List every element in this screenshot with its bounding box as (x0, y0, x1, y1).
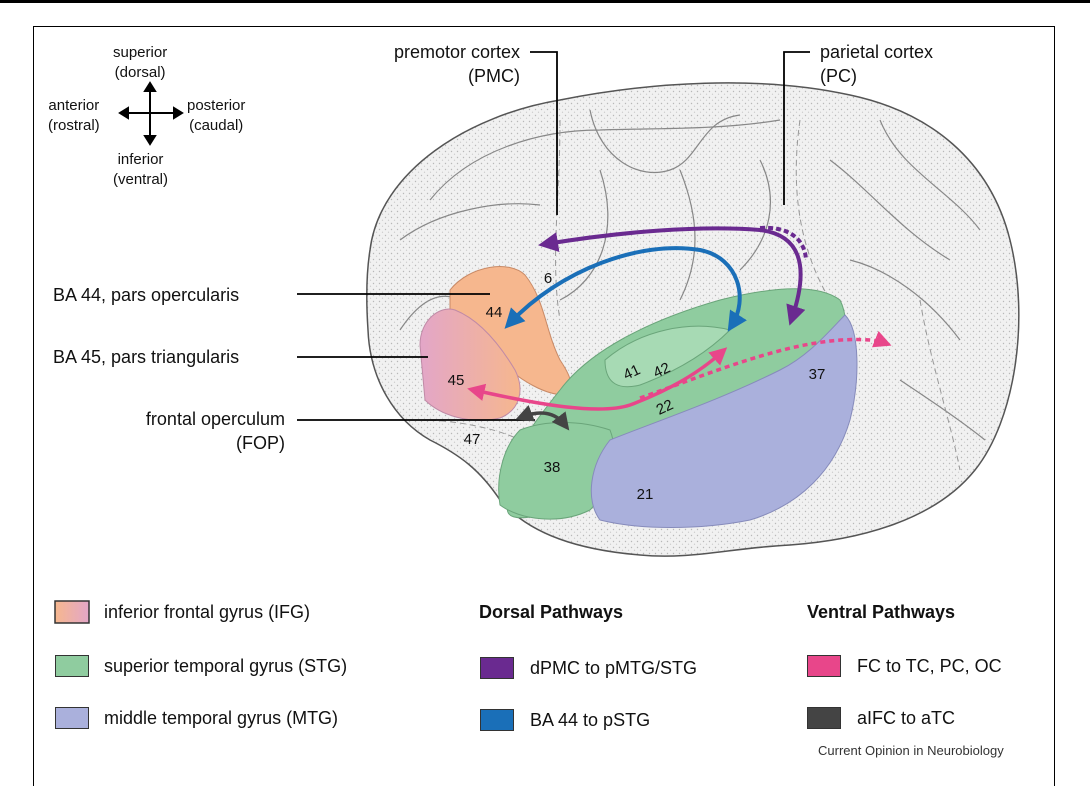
orientation-anterior: anterior(rostral) (48, 97, 100, 134)
legend-dorsal-heading: Dorsal Pathways (479, 602, 624, 622)
figure-frame (33, 26, 1055, 786)
pathway-ba44-pstg (504, 246, 747, 332)
label-frontal-operculum: frontal operculum(FOP) (145, 409, 285, 453)
pathway-fc-tc (467, 347, 728, 411)
area-21: 21 (636, 486, 654, 503)
legend-mtg-label: middle temporal gyrus (MTG) (104, 708, 339, 728)
leader-lines (297, 51, 810, 421)
legend-swatch-ifg (54, 600, 90, 624)
legend-swatch-stg (55, 655, 89, 677)
legend-swatch-dorsal-blue (480, 709, 514, 731)
orientation-inferior: inferior(ventral) (113, 151, 169, 188)
region-stg-38 (498, 422, 615, 520)
pathway-dpmc-dashed (759, 225, 808, 261)
orientation-posterior: posterior(caudal) (187, 97, 246, 134)
pathway-dpmc-pmtg (538, 226, 806, 326)
legend-swatch-dorsal-purple (480, 657, 514, 679)
orientation-superior: superior(dorsal) (113, 44, 168, 81)
area-47: 47 (463, 431, 481, 448)
pathway-fc-tc-dashed (639, 330, 892, 400)
area-37: 37 (808, 366, 826, 383)
orientation-cross (118, 81, 184, 146)
label-ba44: BA 44, pars opercularis (53, 285, 240, 305)
legend-dorsal-1-label: dPMC to pMTG/STG (530, 658, 698, 678)
legend-ifg-label: inferior frontal gyrus (IFG) (104, 602, 311, 622)
label-ba45: BA 45, pars triangularis (53, 347, 240, 367)
region-mtg (590, 314, 858, 528)
legend-dorsal-2-label: BA 44 to pSTG (530, 710, 651, 730)
legend-stg-label: superior temporal gyrus (STG) (104, 656, 348, 676)
label-parietal-cortex: parietal cortex(PC) (820, 42, 934, 86)
area-45: 45 (447, 372, 465, 389)
legend-swatch-ventral-pink (807, 655, 841, 677)
legend-ventral-heading: Ventral Pathways (807, 602, 956, 622)
credit-line: Current Opinion in Neurobiology (818, 743, 1004, 758)
legend-ventral-1-label: FC to TC, PC, OC (857, 656, 1002, 676)
area-44: 44 (485, 304, 503, 321)
legend-swatch-mtg (55, 707, 89, 729)
legend-swatch-ventral-gray (807, 707, 841, 729)
legend-ventral-2-label: aIFC to aTC (857, 708, 956, 728)
area-6: 6 (543, 270, 553, 287)
area-38: 38 (543, 459, 561, 476)
pathway-aifc-atc (515, 405, 570, 431)
top-rule (0, 0, 1090, 3)
label-premotor-cortex: premotor cortex(PMC) (393, 42, 520, 86)
